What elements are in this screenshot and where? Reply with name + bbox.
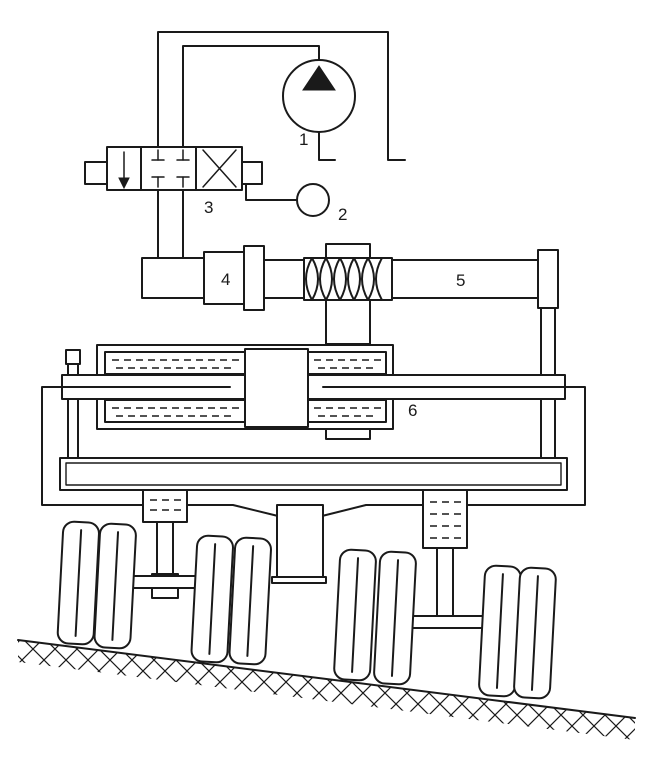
- vertical-supports: [65, 299, 556, 459]
- hydraulic-motor: [141, 245, 305, 311]
- worm-screw: [303, 243, 393, 301]
- label-screw-shaft: 5: [456, 271, 465, 290]
- hydraulic-pump: [282, 59, 356, 133]
- label-motor: 4: [221, 270, 230, 289]
- leveling-cylinder: [61, 344, 566, 440]
- screw-shaft: [391, 249, 559, 309]
- controller-sensor: [296, 183, 330, 217]
- hydraulic-lines: [157, 31, 406, 259]
- label-valve: 3: [204, 198, 213, 217]
- label-leveling-cylinder: 6: [408, 401, 417, 420]
- label-pump: 1: [299, 130, 308, 149]
- chassis-frame: [41, 386, 586, 584]
- label-controller: 2: [338, 205, 347, 224]
- directional-valve: [84, 146, 263, 191]
- sloped-ground: [17, 639, 636, 740]
- suspension-cylinder-right: [422, 489, 468, 619]
- wheels: [56, 520, 557, 700]
